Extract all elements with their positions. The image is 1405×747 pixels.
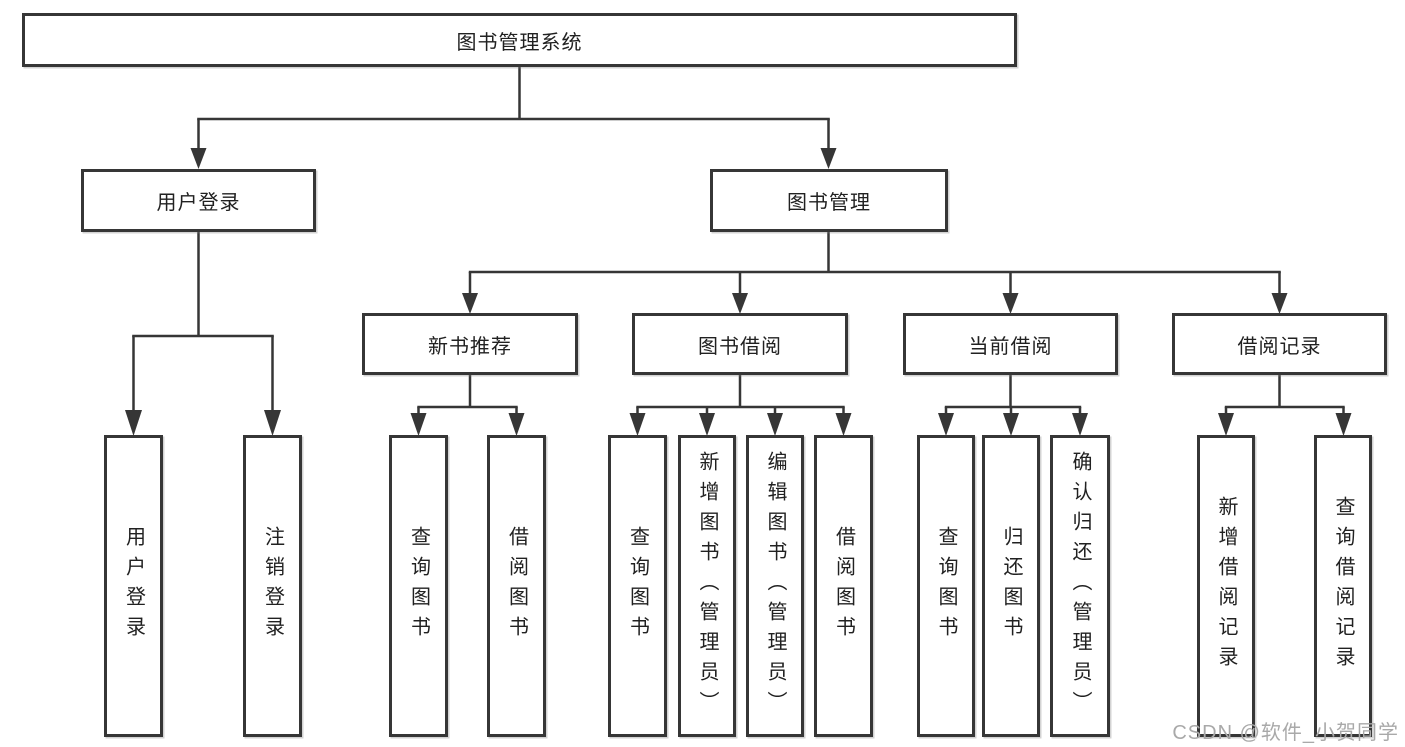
node-leaf-add-borrow-record: 新增借阅记录 (1197, 435, 1255, 737)
node-leaf-query-borrow-record: 查询借阅记录 (1314, 435, 1372, 737)
node-label: 编辑图书（管理员） (764, 451, 786, 721)
node-label: 新书推荐 (428, 335, 512, 358)
node-label: 归还图书 (1000, 526, 1022, 646)
node-label: 用户登录 (122, 526, 145, 646)
node-library-management-system: 图书管理系统 (22, 13, 1017, 67)
node-leaf-query-books-2: 查询图书 (608, 435, 667, 737)
node-label: 新增借阅记录 (1215, 496, 1237, 676)
node-label: 图书管理 (787, 192, 871, 214)
node-leaf-logout-login: 注销登录 (243, 435, 302, 737)
connector-book-borrow-leaves (629, 374, 852, 436)
node-label: 查询图书 (407, 526, 430, 646)
node-leaf-return-books: 归还图书 (982, 435, 1040, 737)
node-current-borrowing: 当前借阅 (903, 313, 1118, 375)
node-leaf-user-login: 用户登录 (104, 435, 163, 737)
node-label: 借阅图书 (832, 526, 855, 646)
node-label: 借阅图书 (505, 526, 528, 646)
node-label: 查询图书 (626, 526, 649, 646)
connector-borrow-records-leaves (1218, 374, 1352, 436)
node-label: 新增图书（管理员） (696, 451, 718, 721)
node-leaf-query-books-1: 查询图书 (389, 435, 448, 737)
node-label: 确认归还（管理员） (1069, 451, 1091, 721)
node-label: 当前借阅 (968, 335, 1053, 358)
node-label: 借阅记录 (1237, 335, 1322, 358)
connector-root-to-level2 (190, 67, 837, 169)
node-leaf-confirm-return-admin: 确认归还（管理员） (1050, 435, 1110, 737)
node-leaf-add-books-admin: 新增图书（管理员） (678, 435, 736, 737)
node-leaf-borrow-books-2: 借阅图书 (814, 435, 873, 737)
node-book-borrowing: 图书借阅 (632, 313, 848, 375)
node-book-management: 图书管理 (710, 169, 948, 232)
node-leaf-query-books-3: 查询图书 (917, 435, 975, 737)
node-user-login: 用户登录 (81, 169, 316, 232)
connector-book-mgmt-to-level3 (462, 231, 1288, 314)
node-label: 用户登录 (156, 192, 241, 214)
node-new-book-recommendation: 新书推荐 (362, 313, 578, 375)
node-label: 查询借阅记录 (1332, 496, 1354, 676)
node-leaf-borrow-books-1: 借阅图书 (487, 435, 546, 737)
connector-new-book-rec-leaves (410, 374, 525, 436)
node-leaf-edit-books-admin: 编辑图书（管理员） (746, 435, 804, 737)
node-label: 注销登录 (261, 526, 284, 646)
connector-user-login-subtree (125, 231, 281, 436)
node-borrowing-records: 借阅记录 (1172, 313, 1387, 375)
connector-current-borrow-leaves (938, 374, 1088, 436)
node-label: 图书管理系统 (456, 31, 583, 54)
node-label: 查询图书 (935, 526, 957, 646)
node-label: 图书借阅 (698, 335, 782, 358)
